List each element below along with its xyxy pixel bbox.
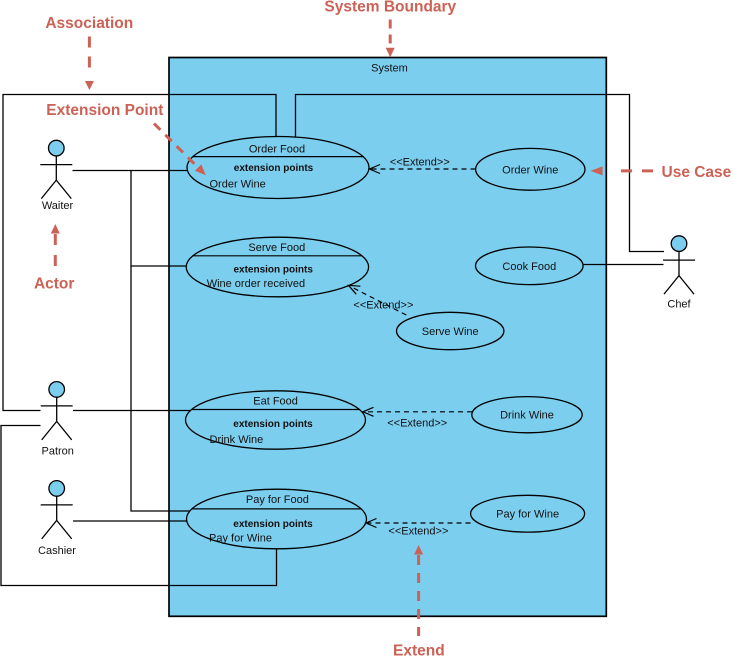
extend-stereotype: <<Extend>>	[353, 299, 413, 311]
usecase-serve-wine: Serve Wine	[395, 311, 505, 351]
extension-points-header: extension points	[233, 264, 313, 275]
extend-serve-wine-serve-food: <<Extend>>	[347, 284, 413, 316]
extend-stereotype: <<Extend>>	[390, 156, 450, 168]
annotation-label: Extension Point	[46, 102, 163, 119]
usecase-serve-food: Serve Food extension points Wine order r…	[185, 236, 370, 298]
usecase-order-food: Order Food extension points Order Wine	[186, 135, 370, 200]
annotation-label: Actor	[34, 275, 74, 292]
actor-chef: Chef	[662, 235, 696, 311]
extend-pay-for-wine-pay-for-food: <<Extend>>	[364, 517, 471, 537]
association-waiter-pay-for-food	[130, 266, 190, 512]
extension-point-entry: Order Wine	[210, 179, 266, 191]
extension-point-entry: Wine order received	[207, 278, 305, 290]
annotation-association: Association	[45, 15, 133, 90]
usecase-title: Pay for Wine	[496, 509, 559, 521]
actor-waiter: Waiter	[39, 139, 74, 212]
association-patron-pay-for-food	[0, 424, 278, 587]
usecase-cook-food: Cook Food	[474, 246, 584, 286]
extend-drink-wine-eat-food: <<Extend>>	[361, 406, 472, 429]
extend-order-wine-order-food: <<Extend>>	[367, 156, 476, 175]
extension-point-entry: Drink Wine	[210, 434, 264, 446]
usecase-title: Order Food	[249, 144, 305, 156]
usecase-title: Serve Wine	[422, 326, 479, 338]
actor-cashier: Cashier	[38, 479, 76, 557]
association-chef-order-food	[294, 93, 664, 253]
actor-name: Patron	[41, 445, 73, 457]
system-boundary-label: System	[371, 62, 408, 74]
usecase-drink-wine: Drink Wine	[471, 395, 583, 434]
extension-points-header: extension points	[233, 519, 313, 530]
usecase-title: Pay for Food	[246, 494, 309, 506]
annotation-label: Use Case	[662, 164, 732, 181]
associations	[0, 93, 664, 587]
actor-patron: Patron	[40, 380, 74, 457]
annotation-extend: Extend	[393, 545, 445, 656]
usecase-title: Eat Food	[253, 395, 298, 407]
annotation-label: Association	[45, 15, 133, 32]
usecase-title: Drink Wine	[500, 410, 554, 422]
extension-points-header: extension points	[233, 419, 313, 430]
usecase-title: Serve Food	[248, 242, 305, 254]
actor-name: Waiter	[42, 200, 74, 212]
association-patron-order-food	[2, 93, 277, 412]
usecase-eat-food: Eat Food extension points Drink Wine	[184, 390, 367, 450]
annotation-use-case: Use Case	[590, 164, 732, 181]
usecase-pay-for-food: Pay for Food extension points Pay for Wi…	[185, 488, 368, 550]
annotation-label: Extend	[393, 642, 445, 656]
usecase-order-wine: Order Wine	[474, 147, 586, 191]
annotation-extension-point: Extension Point	[46, 102, 206, 176]
usecase-pay-for-wine: Pay for Wine	[469, 494, 586, 533]
annotation-label: System Boundary	[324, 0, 456, 16]
extension-point-entry: Pay for Wine	[209, 533, 272, 545]
extension-points-header: extension points	[234, 163, 314, 174]
extend-stereotype: <<Extend>>	[387, 417, 447, 429]
extend-stereotype: <<Extend>>	[388, 525, 448, 537]
usecase-title: Order Wine	[502, 164, 558, 176]
actor-name: Cashier	[38, 545, 76, 557]
usecase-title: Cook Food	[502, 261, 556, 273]
annotation-system-boundary: System Boundary	[324, 0, 457, 58]
annotation-actor: Actor	[34, 224, 74, 292]
actor-name: Chef	[667, 299, 691, 311]
